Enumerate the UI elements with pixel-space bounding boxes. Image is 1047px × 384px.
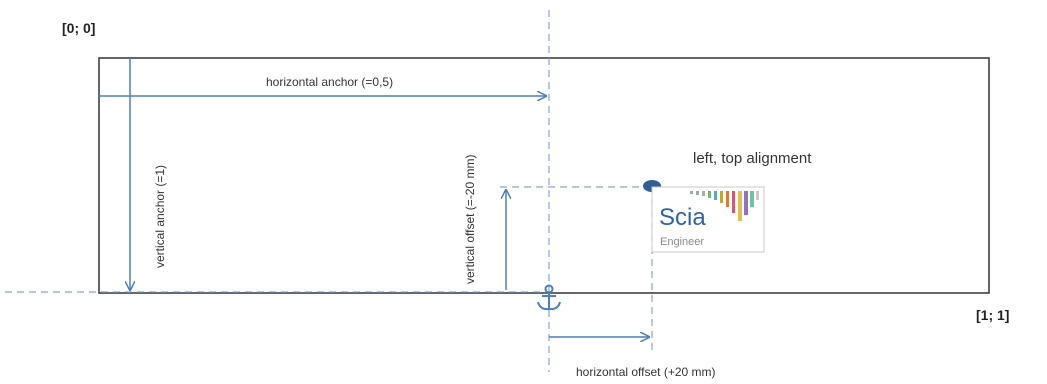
vertical-anchor-label: vertical anchor (=1) (153, 165, 167, 268)
page-frame (98, 57, 990, 294)
vertical-offset-label: vertical offset (=-20 mm) (463, 155, 477, 284)
anchor-icon (537, 284, 561, 311)
scia-engineer-logo: Scia Engineer (651, 186, 765, 253)
horizontal-offset-label: horizontal offset (+20 mm) (576, 365, 716, 379)
corner-label-top-left: [0; 0] (62, 20, 95, 36)
horizontal-anchor-label: horizontal anchor (=0,5) (266, 75, 393, 89)
logo-main-text: Scia (659, 204, 706, 231)
logo-sub-text: Engineer (660, 236, 704, 248)
logo-color-bars (690, 191, 759, 221)
corner-label-bottom-right: [1; 1] (976, 307, 1009, 323)
alignment-label: left, top alignment (693, 150, 812, 167)
